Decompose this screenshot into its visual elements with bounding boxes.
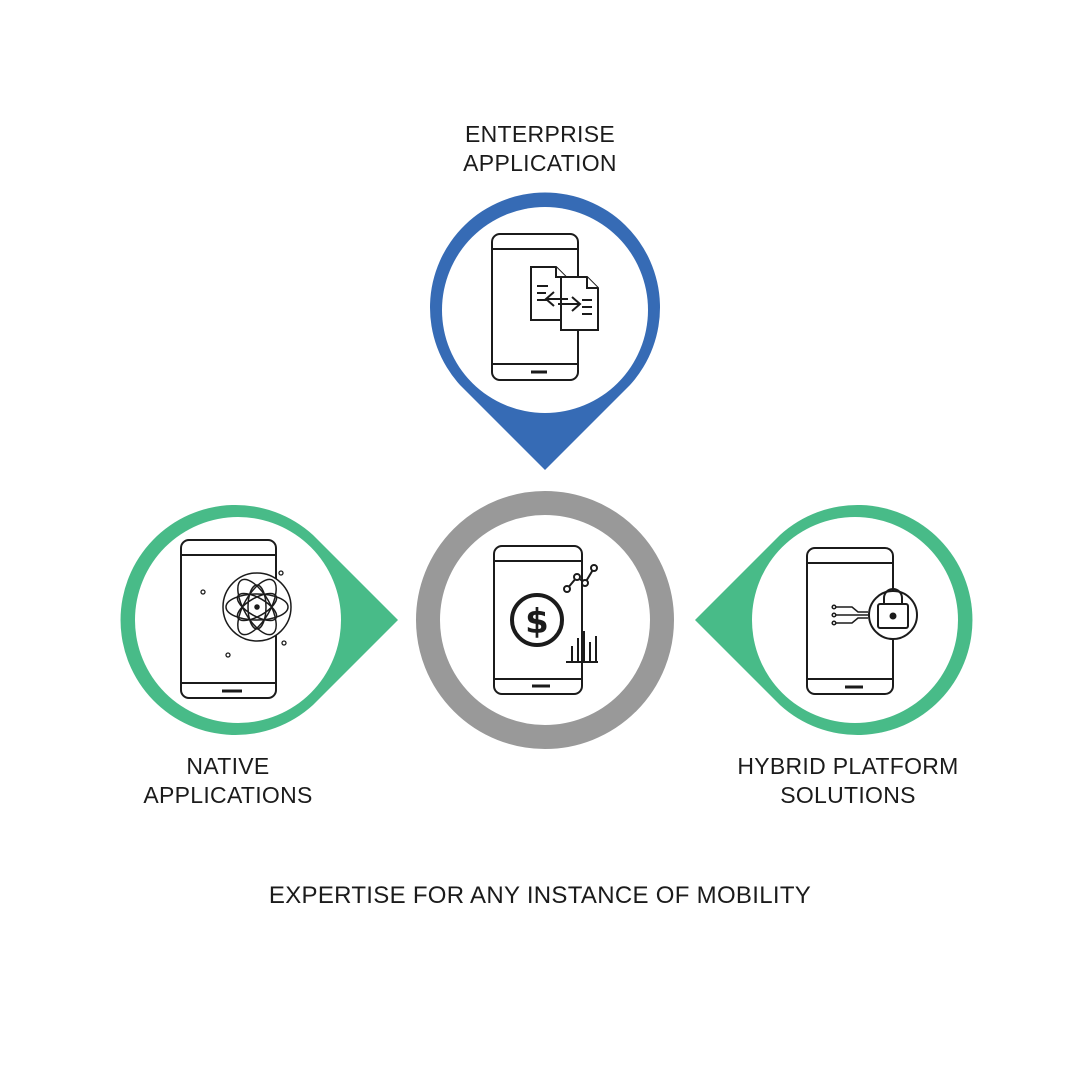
enterprise-label: ENTERPRISE APPLICATION: [390, 120, 690, 178]
dollar-chart-icon: $: [510, 564, 598, 663]
center-node: $: [416, 491, 674, 749]
native-label-line2: APPLICATIONS: [143, 782, 313, 808]
bar-chart-icon: [566, 631, 598, 663]
lock-icon: [868, 588, 918, 640]
hybrid-label: HYBRID PLATFORM SOLUTIONS: [698, 752, 998, 810]
hybrid-label-line1: HYBRID PLATFORM: [737, 753, 959, 779]
dollar-coin-icon: [510, 593, 564, 647]
native-node: [120, 505, 399, 735]
tagline: EXPERTISE FOR ANY INSTANCE OF MOBILITY: [268, 882, 812, 909]
native-label: NATIVE APPLICATIONS: [78, 752, 378, 810]
trend-line-icon: [563, 564, 598, 593]
enterprise-label-line1: ENTERPRISE: [465, 121, 615, 147]
document-exchange-icon: [530, 266, 599, 331]
native-label-line1: NATIVE: [186, 753, 270, 779]
center-ring: [416, 491, 674, 749]
circuit-lines: [831, 604, 868, 626]
hybrid-node: [695, 505, 973, 735]
enterprise-label-line2: APPLICATION: [463, 150, 617, 176]
enterprise-node: [429, 192, 660, 470]
dollar-sign-icon: $: [525, 602, 549, 642]
center-phone-icon: [493, 545, 583, 695]
aperture-icon: [222, 572, 292, 642]
hybrid-label-line2: SOLUTIONS: [780, 782, 916, 808]
decorative-dots: [200, 570, 287, 658]
